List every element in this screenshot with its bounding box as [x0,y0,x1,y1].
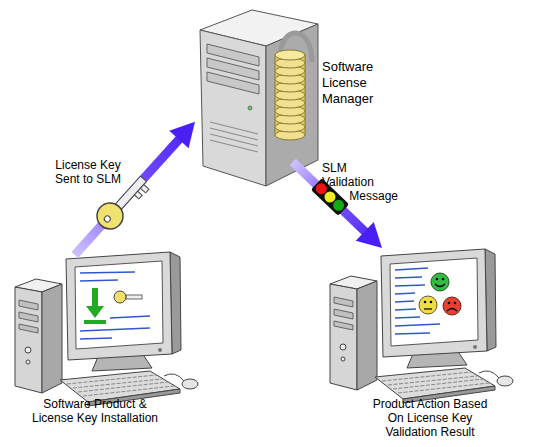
screen-content [395,268,428,270]
server-illustration [210,122,258,134]
server-illustration [210,128,258,140]
computer-node: Software Product & License Key Installat… [8,255,183,440]
smiley-happy [431,273,449,291]
server-illustration [266,24,318,186]
smiley-neutral [424,308,432,309]
key-icon [92,198,129,235]
screen-content [80,338,112,339]
smiley-sad [443,297,461,315]
screen-content [126,295,142,299]
screen-content [92,288,98,306]
screen-content [80,280,118,281]
key-icon [140,184,149,192]
edge-label: License Key Sent to SLM [48,158,128,186]
server-illustration [275,50,305,60]
connector-arrow [75,122,195,255]
screen-content [114,291,126,303]
connector-line [75,137,182,255]
screen-content [80,272,150,339]
key-icon [134,191,142,199]
arrow-head [169,122,195,149]
node-label: Software License Manager [322,59,384,107]
smiley-sad [454,302,457,305]
node-label: Software Product & License Key Installat… [25,397,165,425]
screen-content [86,306,104,318]
computer-node: Product Action Based On License Key Vali… [330,248,530,445]
server-illustration [200,30,266,186]
node-label: Product Action Based On License Key Vali… [367,397,493,439]
screen-content [80,272,135,273]
smiley-sad [443,297,461,315]
screen-content [395,285,425,286]
smiley-happy [436,278,439,281]
screen-content [395,301,414,302]
screen-content [395,293,415,294]
edge-label: SLM Validation Message [322,161,398,203]
server-illustration [200,10,318,186]
smiley-neutral [430,301,433,304]
screen-content [395,309,416,310]
screen-content [395,277,422,278]
screen-content [80,328,150,331]
smiley-neutral [419,296,437,314]
smiley-neutral [419,296,437,314]
smiley-happy [435,284,445,287]
server-node: Software License Manager [195,2,385,162]
arrow-head [356,222,382,248]
smiley-happy [442,278,445,281]
server-illustration [207,72,259,94]
smiley-sad [447,309,457,312]
server-illustration [275,55,305,135]
screen-content [395,333,430,334]
screen-content [395,317,420,318]
server-illustration [248,106,252,110]
computer-illustration [330,249,513,403]
screen-content [84,320,106,324]
key-icon [103,215,111,223]
computer-illustration [15,252,198,406]
server-illustration [210,140,258,152]
smiley-neutral [424,301,427,304]
smiley-happy [431,273,449,291]
traffic-light-icon [331,198,347,214]
server-illustration [210,134,258,146]
screen-content [395,324,440,326]
screen-content [110,316,150,318]
smiley-sad [448,302,451,305]
